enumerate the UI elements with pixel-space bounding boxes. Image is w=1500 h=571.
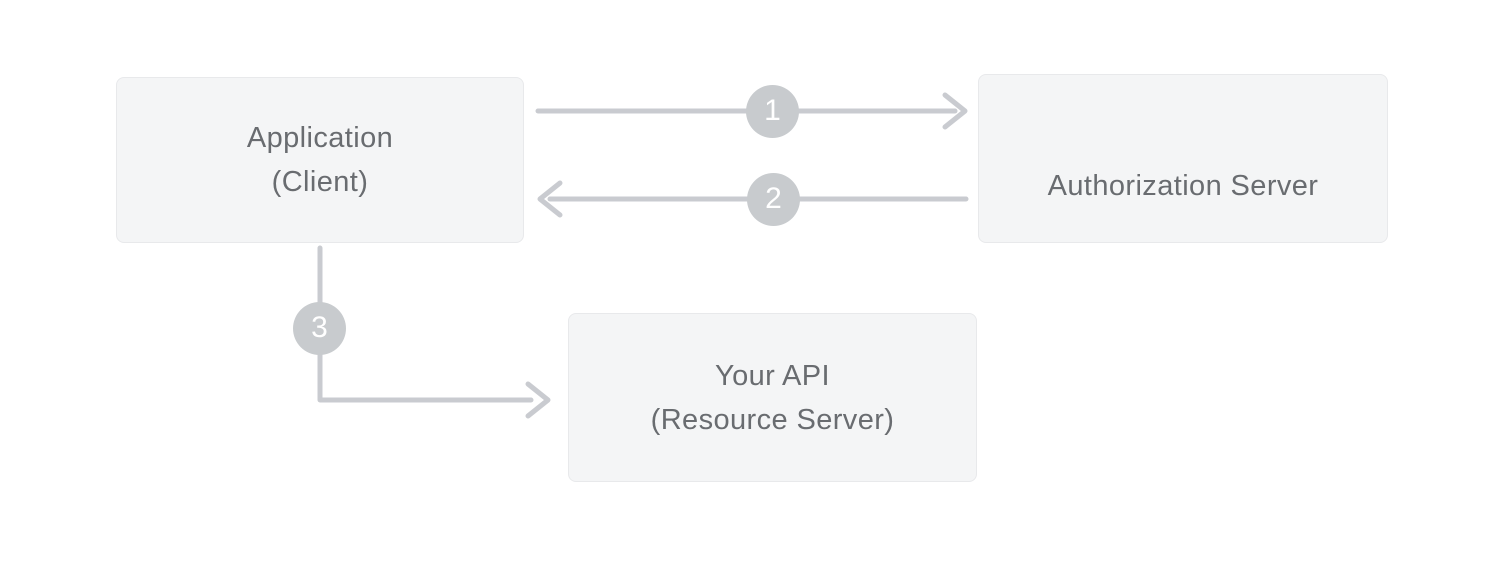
node-your-api-label-line2: (Resource Server) <box>650 403 895 436</box>
step-badge-2: 2 <box>747 173 800 226</box>
arrow-1-head <box>942 92 968 130</box>
step-badge-1: 1 <box>746 85 799 138</box>
arrow-3-line <box>317 245 534 403</box>
arrow-2-head <box>537 180 563 218</box>
node-application-label-line1: Application <box>246 122 394 154</box>
step-badge-3: 3 <box>293 302 346 355</box>
node-application: Application (Client) <box>116 77 524 243</box>
node-authorization-server-label: Authorization Server <box>1047 169 1319 202</box>
node-authorization-server: Authorization Server <box>978 74 1388 243</box>
node-your-api: Your API (Resource Server) <box>568 313 977 482</box>
node-application-label-line2: (Client) <box>271 166 369 198</box>
node-your-api-label-line1: Your API <box>715 359 830 392</box>
arrow-3-head <box>525 381 551 419</box>
